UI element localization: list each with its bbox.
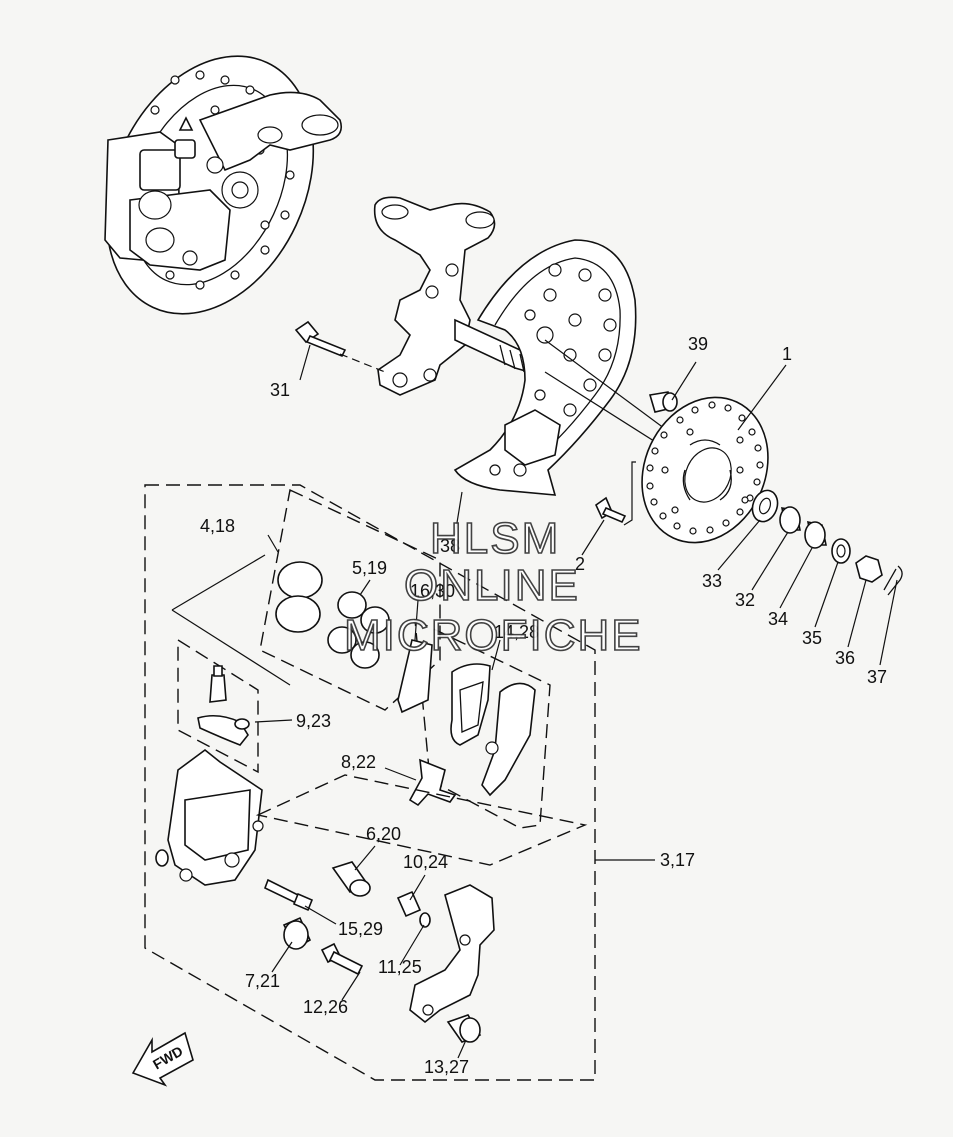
bearing-34 [804, 520, 827, 549]
callout-7-21: 7,21 [245, 971, 280, 991]
bracket-line-2 [623, 461, 636, 526]
callout-31: 31 [270, 380, 290, 400]
pin-15-29 [263, 878, 314, 912]
callout-3-17: 3,17 [660, 850, 695, 870]
callout-8-22: 8,22 [341, 752, 376, 772]
callout-39: 39 [688, 334, 708, 354]
callout-labels: 1 2 3,17 4,18 5,19 6,20 7,21 8,22 9,23 1… [200, 334, 887, 1077]
callout-4-18: 4,18 [200, 516, 235, 536]
pad-subbox [414, 618, 551, 829]
callout-10-24: 10,24 [403, 852, 448, 872]
brake-pad-outer [481, 682, 536, 797]
pin-subbox [255, 774, 588, 866]
callout-12-26: 12,26 [303, 997, 348, 1017]
callout-35: 35 [802, 628, 822, 648]
pad-spring-8-22 [408, 758, 457, 807]
callout-38: 38 [440, 536, 460, 556]
callout-6-20: 6,20 [366, 824, 401, 844]
callout-32: 32 [735, 590, 755, 610]
watermark-line-3: MICROFICHE [344, 611, 643, 660]
piston-subbox-link [171, 554, 266, 611]
bleeder-subbox [177, 638, 259, 774]
piston-subbox-link-2 [171, 609, 291, 686]
bleeder-9-23 [197, 665, 250, 746]
axle-centerline-2 [544, 371, 666, 449]
watermark-line-1: HLSM [430, 514, 560, 563]
callout-37: 37 [867, 667, 887, 687]
bearing-32 [779, 506, 801, 534]
steering-knuckle [373, 196, 546, 396]
bolt-12-26 [320, 942, 364, 976]
callout-36: 36 [835, 648, 855, 668]
callout-11-25: 11,25 [378, 957, 422, 977]
shim-16-30 [397, 639, 433, 714]
circlip-11-25 [419, 912, 431, 928]
callout-14-28: 14,28 [494, 622, 539, 642]
caliper-bracket [409, 884, 495, 1024]
caliper-assembly-box [144, 484, 655, 1081]
bolt-31 [294, 320, 386, 373]
watermark-line-2: ONLINE [404, 561, 580, 610]
callout-34: 34 [768, 609, 788, 629]
bolt-10-24 [396, 890, 422, 918]
watermark: HLSM ONLINE MICROFICHE [343, 513, 643, 661]
callout-33: 33 [702, 571, 722, 591]
callout-5-19: 5,19 [352, 558, 387, 578]
callout-2: 2 [575, 554, 585, 574]
sleeve-6-20 [331, 861, 371, 897]
callout-15-29: 15,29 [338, 919, 383, 939]
leader-lines [254, 344, 898, 1059]
fwd-arrow: FWD [131, 1031, 194, 1087]
bolt-39 [648, 391, 678, 413]
castle-nut-36 [855, 555, 883, 583]
caliper-body [155, 748, 264, 886]
callout-16-30: 16,30 [410, 581, 455, 601]
brake-pad-inner [450, 663, 491, 746]
cotter-pin-37 [883, 565, 903, 596]
seals-5-19 [327, 591, 390, 669]
disc-guard-38 [453, 239, 637, 496]
callout-9-23: 9,23 [296, 711, 331, 731]
bolt-2 [594, 496, 627, 524]
sleeve-13-27 [446, 1014, 482, 1043]
assembled-hub-inset [104, 55, 343, 315]
washer-33 [751, 489, 779, 523]
boot-7-21 [282, 916, 312, 950]
pistons-4-18 [275, 561, 323, 633]
callout-1: 1 [782, 344, 792, 364]
callout-13-27: 13,27 [424, 1057, 469, 1077]
axle-centerline [544, 339, 681, 441]
brake-disc-1 [641, 396, 769, 544]
washer-35 [831, 538, 851, 564]
